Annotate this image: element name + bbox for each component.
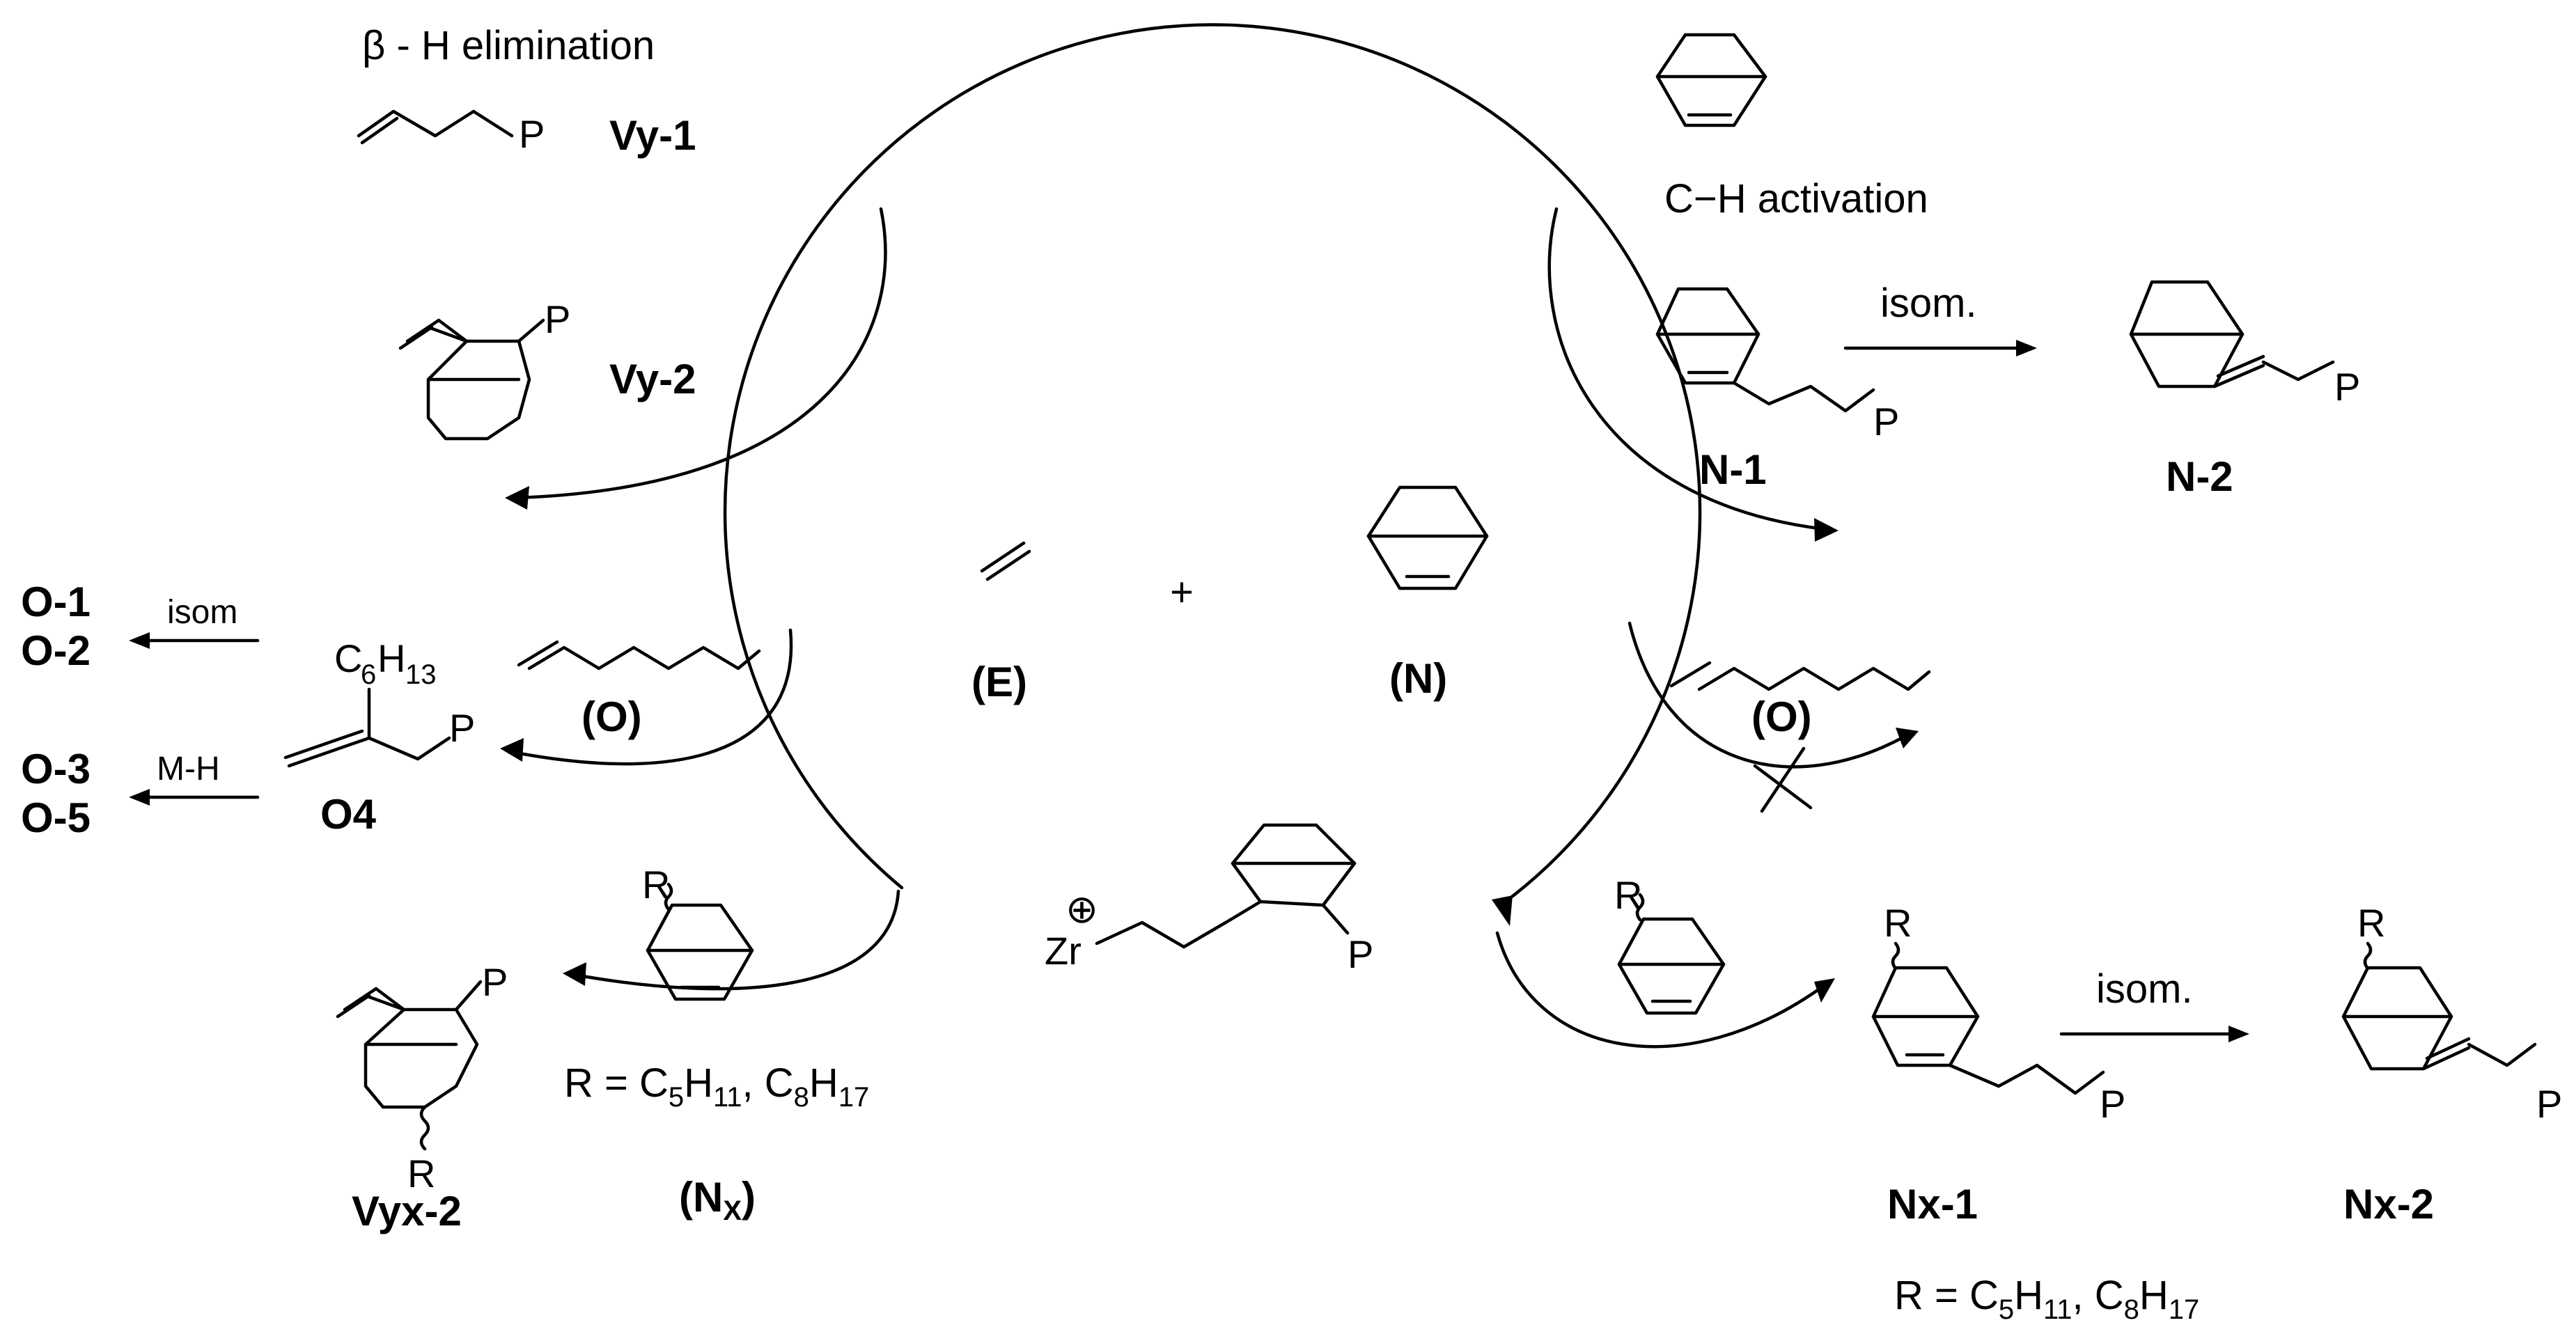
o4-structure: P C 6 H 13 bbox=[283, 636, 475, 768]
beta-h-branch-arrowhead bbox=[505, 486, 529, 510]
o3-label: O-3 bbox=[21, 746, 91, 792]
nx1-structure: R P bbox=[1871, 901, 2125, 1126]
r-formula-right: R = C5H11, C8H17 bbox=[1894, 1273, 2199, 1325]
mh-label: M-H bbox=[157, 751, 220, 787]
svg-text:P: P bbox=[545, 297, 570, 341]
svg-text:P: P bbox=[2100, 1082, 2125, 1126]
vyx2-label: Vyx-2 bbox=[352, 1188, 462, 1234]
ch-activation-label: C−H activation bbox=[1664, 176, 1928, 221]
svg-text:R: R bbox=[2357, 901, 2385, 945]
nx2-label: Nx-2 bbox=[2343, 1181, 2434, 1228]
vyx2-structure: P R bbox=[336, 960, 508, 1195]
svg-text:Zr: Zr bbox=[1045, 929, 1082, 973]
o1-label: O-1 bbox=[21, 579, 91, 625]
zr-active-species-structure: ⊕ Zr P bbox=[1045, 823, 1373, 976]
n1-label: N-1 bbox=[1699, 446, 1767, 493]
n1-structure: P bbox=[1655, 287, 1899, 444]
svg-text:6: 6 bbox=[361, 659, 376, 690]
svg-text:C: C bbox=[334, 636, 362, 680]
ch-activation-branch-arrowhead bbox=[1814, 518, 1839, 542]
vy1-label: Vy-1 bbox=[609, 112, 696, 159]
octene-branch-arc bbox=[510, 628, 793, 766]
isom-arrowhead-top bbox=[2016, 340, 2037, 356]
blocked-cross-mark bbox=[1753, 746, 1813, 813]
isom-label-top: isom. bbox=[1880, 281, 1977, 326]
o2-label: O-2 bbox=[21, 627, 91, 674]
nx-right-branch-arc bbox=[1495, 931, 1827, 1049]
vy1-structure: P bbox=[357, 109, 545, 156]
nx-label: (NX) bbox=[679, 1174, 756, 1226]
plus-sign: + bbox=[1170, 570, 1194, 615]
svg-text:R: R bbox=[407, 1152, 435, 1195]
o-label-left: (O) bbox=[581, 693, 642, 740]
nx-branch-arrowhead bbox=[563, 962, 586, 986]
blocked-octene-arrowhead bbox=[1896, 728, 1919, 748]
beta-h-branch-arc bbox=[513, 207, 887, 500]
vy2-structure: P bbox=[398, 297, 570, 441]
isom-arrowhead-bottom bbox=[2228, 1026, 2249, 1042]
isom-label-bottom: isom. bbox=[2096, 966, 2193, 1012]
o4-label: O4 bbox=[320, 791, 377, 838]
blocked-octene-arc bbox=[1627, 621, 1910, 769]
nx1-label: Nx-1 bbox=[1887, 1181, 1978, 1228]
isom-arrowhead-left bbox=[129, 632, 150, 649]
svg-text:13: 13 bbox=[405, 659, 437, 690]
svg-text:P: P bbox=[1348, 932, 1373, 976]
o5-label: O-5 bbox=[21, 794, 91, 841]
svg-text:P: P bbox=[519, 112, 545, 156]
norbornene-top-structure bbox=[1655, 33, 1767, 127]
octene-branch-arrowhead bbox=[500, 738, 524, 762]
octene-left-structure bbox=[517, 640, 761, 670]
vy2-label: Vy-2 bbox=[609, 356, 696, 402]
o-label-right: (O) bbox=[1751, 693, 1812, 740]
svg-text:P: P bbox=[449, 706, 475, 750]
ethylene-structure bbox=[980, 541, 1031, 581]
alkyl-norbornene-right-structure: R bbox=[1614, 873, 1726, 1015]
isom-label-left: isom bbox=[167, 594, 237, 631]
ch-activation-branch-arc bbox=[1547, 207, 1827, 531]
n-label: (N) bbox=[1389, 655, 1447, 702]
svg-text:P: P bbox=[2334, 365, 2360, 409]
svg-text:P: P bbox=[482, 960, 508, 1004]
svg-text:P: P bbox=[1873, 400, 1899, 444]
nx2-structure: R P bbox=[2341, 901, 2562, 1126]
r-formula-left: R = C5H11, C8H17 bbox=[564, 1060, 869, 1113]
e-label: (E) bbox=[971, 659, 1027, 705]
cycle-arrowhead bbox=[1492, 895, 1513, 926]
svg-text:P: P bbox=[2536, 1082, 2562, 1126]
catalytic-cycle-circle bbox=[723, 23, 1702, 907]
n2-label: N-2 bbox=[2166, 453, 2233, 500]
octene-right-structure bbox=[1669, 661, 1931, 691]
norbornene-center-structure bbox=[1366, 485, 1489, 590]
svg-text:H: H bbox=[377, 636, 405, 680]
beta-h-elimination-label: β - H elimination bbox=[362, 23, 655, 68]
svg-text:⊕: ⊕ bbox=[1065, 887, 1098, 931]
n2-structure: P bbox=[2129, 280, 2360, 409]
svg-text:R: R bbox=[1884, 901, 1912, 945]
nx-branch-arc bbox=[572, 889, 900, 991]
mh-arrowhead bbox=[129, 789, 150, 806]
nx-right-branch-arrowhead bbox=[1814, 978, 1835, 1003]
alkyl-norbornene-left-structure: R bbox=[642, 863, 754, 1001]
